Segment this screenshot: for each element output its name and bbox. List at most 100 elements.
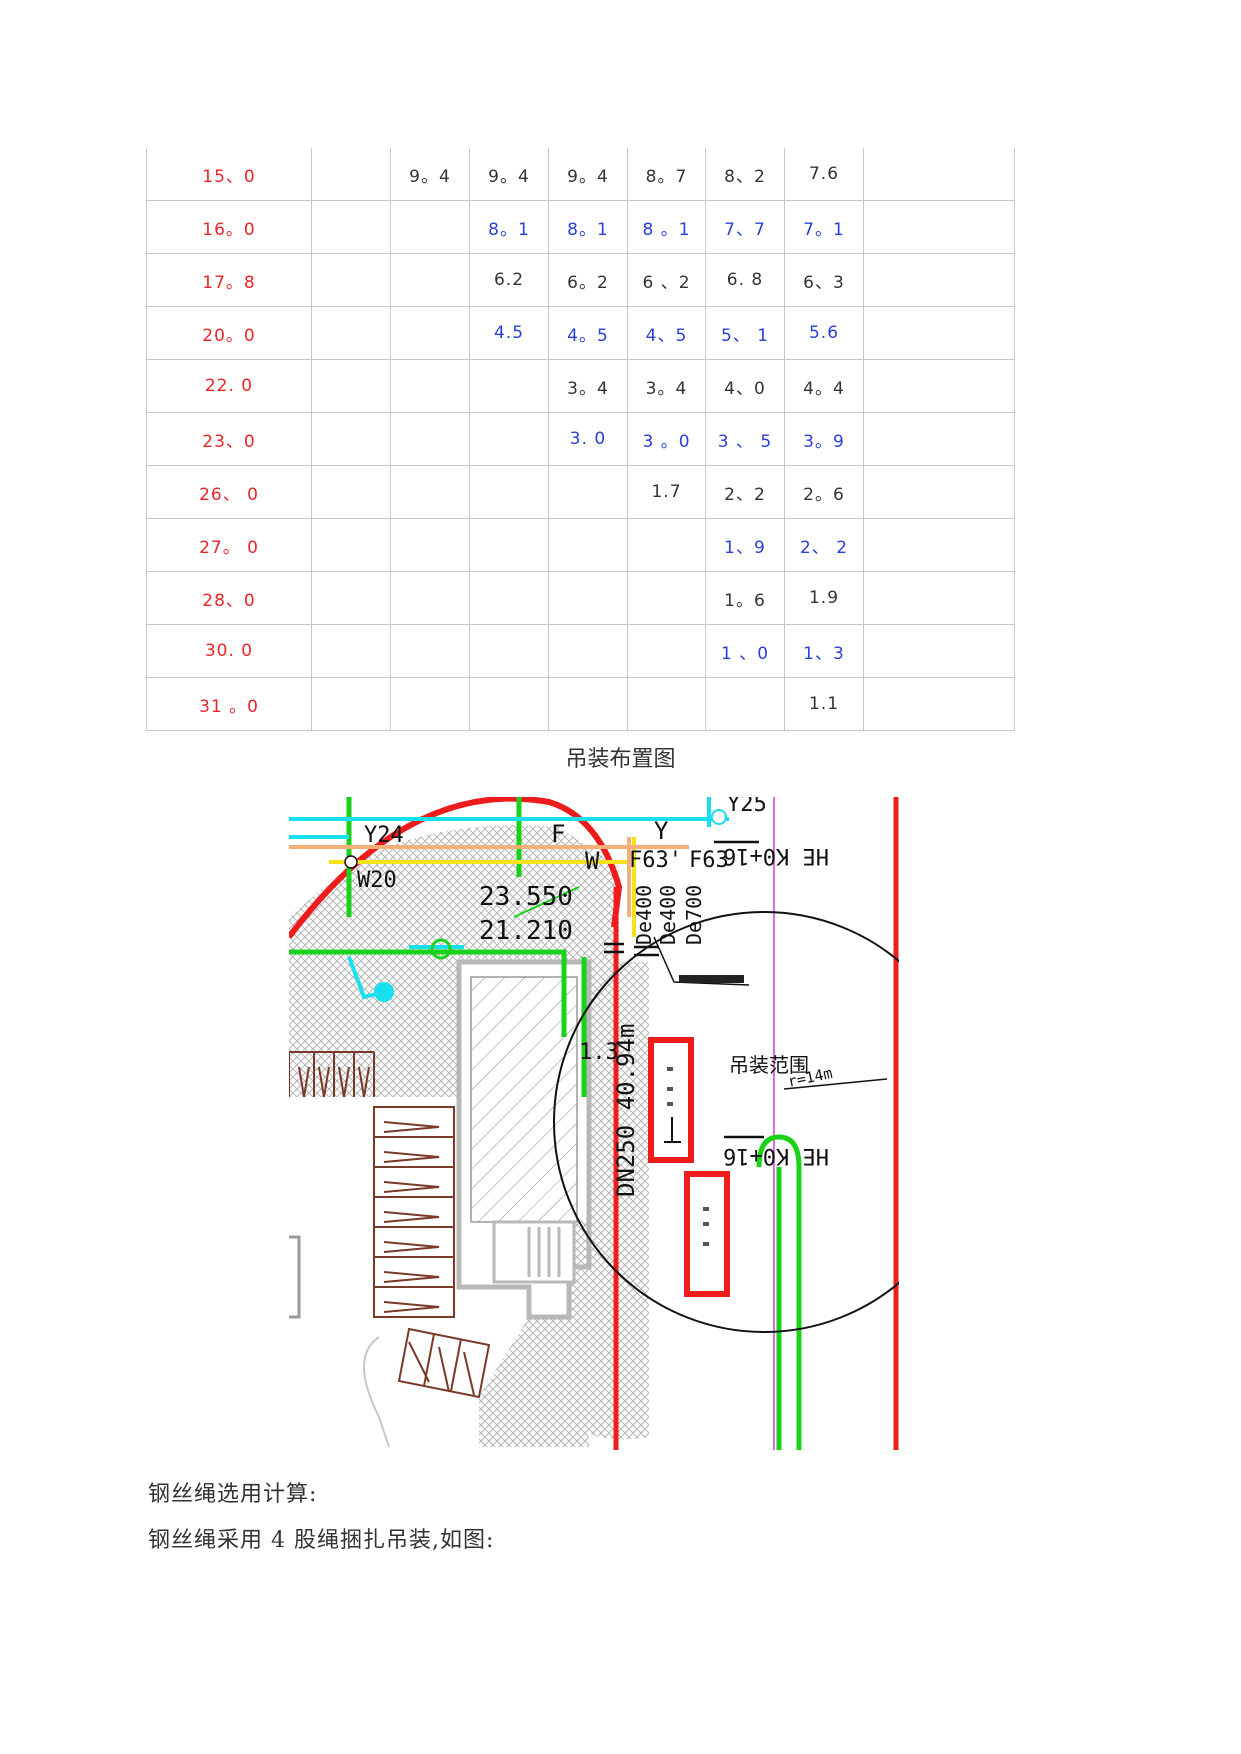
- load-cell: [390, 518, 470, 572]
- load-cell: [311, 624, 391, 678]
- load-cell: 6。2: [548, 253, 628, 307]
- load-cell: 1.7: [627, 465, 706, 519]
- load-cell: [863, 624, 1015, 678]
- radius-cell: 20。0: [146, 306, 312, 360]
- note-text-block: [679, 975, 744, 983]
- paragraph-wire-rope-calc: 钢丝绳选用计算:: [148, 1482, 318, 1507]
- load-cell: [390, 677, 470, 731]
- lifting-range-circle: [553, 911, 899, 1333]
- dotted-area-left: [289, 962, 459, 1097]
- load-cell: [311, 253, 391, 307]
- load-cell: [627, 624, 706, 678]
- load-cell: [311, 148, 391, 201]
- radius-cell: 15、0: [146, 148, 312, 201]
- load-cell: [863, 412, 1015, 466]
- load-cell: 9。4: [390, 148, 470, 201]
- road-edge: [363, 1336, 390, 1448]
- load-cell: [469, 412, 549, 466]
- load-cell: 1.1: [784, 677, 864, 731]
- load-cell: 3。4: [627, 359, 706, 413]
- load-cell: 1。6: [705, 571, 785, 625]
- load-cell: [469, 359, 549, 413]
- load-cell: [548, 624, 628, 678]
- load-cell: [627, 571, 706, 625]
- load-cell: 2、 2: [784, 518, 864, 572]
- radius-cell: 17。8: [146, 253, 312, 307]
- load-cell: [705, 677, 785, 731]
- load-cell: 3。9: [784, 412, 864, 466]
- load-cell: 8。7: [627, 148, 706, 201]
- radius-line: [783, 1078, 888, 1090]
- radius-cell: 27。 0: [146, 518, 312, 572]
- load-cell: [548, 677, 628, 731]
- parking-stalls: [289, 1051, 491, 1399]
- label-de400-2: De400: [656, 885, 680, 945]
- green-leader: [513, 886, 580, 918]
- stair-core: [492, 1220, 576, 1284]
- valve-symbol: [430, 938, 452, 960]
- crane-box-marks: [667, 1067, 709, 1246]
- load-cell: [863, 518, 1015, 572]
- load-cell: [390, 359, 470, 413]
- load-cell: [627, 677, 706, 731]
- node-w20: [344, 855, 358, 869]
- radius-cell: 16。0: [146, 200, 312, 254]
- load-cell: 8。1: [469, 200, 549, 254]
- load-cell: [469, 465, 549, 519]
- load-cell: 3。4: [548, 359, 628, 413]
- figure-caption: 吊装布置图: [565, 747, 676, 772]
- label-y24: Y24: [364, 823, 404, 848]
- load-cell: [311, 200, 391, 254]
- load-cell: 3 。0: [627, 412, 706, 466]
- label-f63-prime: F63': [629, 848, 682, 873]
- hatched-building: [470, 976, 578, 1223]
- load-cell: [863, 677, 1015, 731]
- load-cell: 6.2: [469, 253, 549, 307]
- load-cell: [548, 465, 628, 519]
- label-he-1: HE K0+16: [723, 843, 829, 868]
- dotted-area-top: [289, 825, 619, 962]
- label-elevation-1: 23.550: [479, 882, 573, 912]
- label-y: Y: [654, 817, 669, 845]
- load-cell: 3. 0: [548, 412, 628, 466]
- load-cell: [311, 677, 391, 731]
- label-pipe: DN250 40.94m: [612, 1024, 640, 1197]
- load-cell: [863, 571, 1015, 625]
- load-cell: 1.9: [784, 571, 864, 625]
- label-lifting-range: 吊装范围: [729, 1053, 809, 1077]
- radius-cell: 22. 0: [146, 359, 312, 413]
- radius-cell: 28、0: [146, 571, 312, 625]
- load-cell: 8。1: [548, 200, 628, 254]
- load-cell: [390, 465, 470, 519]
- load-cell: [627, 518, 706, 572]
- left-wall: [289, 1235, 301, 1319]
- load-cell: [311, 359, 391, 413]
- load-cell: 8 。1: [627, 200, 706, 254]
- paragraph-wire-rope-method: 钢丝绳采用 4 股绳捆扎吊装,如图:: [148, 1528, 495, 1553]
- load-cell: 4、5: [627, 306, 706, 360]
- load-cell: [863, 253, 1015, 307]
- load-cell: 4.5: [469, 306, 549, 360]
- load-cell: 5.6: [784, 306, 864, 360]
- note-leader: [653, 936, 750, 986]
- label-y25: Y25: [727, 797, 767, 817]
- building-outline: [456, 959, 592, 1320]
- load-cell: 5、 1: [705, 306, 785, 360]
- cad-drawing: Y24 Y25 Y W20 W F F63' F63 23.550 21.210…: [289, 797, 899, 1450]
- station-ticks: [604, 840, 764, 1139]
- load-cell: 7、7: [705, 200, 785, 254]
- cyan-node: [374, 982, 394, 1002]
- label-w: W: [585, 847, 600, 875]
- node-y25: [711, 809, 727, 825]
- label-f63: F63: [689, 848, 729, 873]
- load-cell: 6 、2: [627, 253, 706, 307]
- load-cell: 4。4: [784, 359, 864, 413]
